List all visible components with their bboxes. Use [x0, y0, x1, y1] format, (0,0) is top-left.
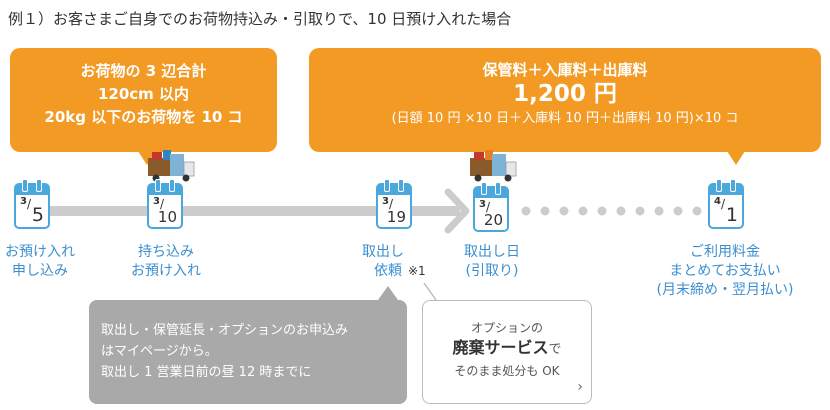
calendar-icon-step-1: 3/ 5 — [14, 179, 50, 229]
step-2-label: 持ち込みお預け入れ — [131, 244, 201, 279]
calendar-icon-step-3: 3/ 19 — [376, 179, 412, 229]
info-line-3: 取出し 1 営業日前の昼 12 時までに — [101, 365, 312, 380]
timeline-bar — [50, 206, 460, 216]
note-marker: ※1 — [408, 264, 426, 278]
fee-breakdown: (日額 10 円 ×10 日＋入庫料 10 円＋出庫料 10 円)×10 コ — [391, 111, 739, 126]
timeline-dots — [521, 206, 702, 216]
mypage-info-box: 取出し・保管延長・オプションのお申込み はマイページから。 取出し 1 営業日前… — [89, 300, 407, 404]
step-4-label: 取出し日(引取り) — [464, 244, 520, 279]
option-description: そのまま処分も OK — [454, 364, 560, 378]
size-line-1: お荷物の 3 辺合計 — [80, 62, 207, 80]
callout-tail — [727, 151, 745, 165]
fee-total: 1,200 円 — [513, 81, 617, 107]
calendar-icon-step-5: 4/ 1 — [708, 179, 744, 229]
size-line-3: 20kg 以下のお荷物を 10 コ — [44, 108, 243, 126]
chevron-right-icon: › — [577, 379, 583, 395]
truck-icon — [148, 150, 195, 182]
step-3-label: 取出し 依頼※1 — [362, 244, 426, 279]
info-line-1: 取出し・保管延長・オプションのお申込み — [101, 323, 349, 338]
fee-callout: 保管料＋入庫料＋出庫料 1,200 円 (日額 10 円 ×10 日＋入庫料 1… — [309, 48, 821, 165]
size-condition-callout: お荷物の 3 辺合計 120cm 以内 20kg 以下のお荷物を 10 コ — [10, 48, 277, 165]
disposal-service-name: 廃棄サービス — [452, 338, 549, 357]
truck-icon — [470, 150, 517, 182]
info-line-2: はマイページから。 — [101, 344, 218, 359]
step-1-label: お預け入れ申し込み — [5, 244, 75, 279]
gray-box-pointer — [378, 286, 398, 300]
white-box-pointer — [423, 282, 437, 301]
page-title: 例１）お客さまご自身でのお荷物持込み・引取りで、10 日預け入れた場合 — [8, 10, 512, 28]
size-line-2: 120cm 以内 — [97, 85, 190, 103]
option-intro: オプションの — [470, 321, 543, 335]
option-particle: で — [548, 342, 562, 357]
fee-formula-title: 保管料＋入庫料＋出庫料 — [482, 61, 648, 79]
calendar-icon-step-4: 3/ 20 — [473, 182, 509, 232]
timeline-arrowhead — [444, 188, 470, 234]
disposal-service-link[interactable]: オプションの 廃棄サービスで そのまま処分も OK › — [422, 300, 592, 404]
calendar-icon-step-2: 3/ 10 — [147, 179, 183, 229]
step-5-label: ご利用料金まとめてお支払い(月末締め・翌月払い) — [656, 244, 794, 298]
